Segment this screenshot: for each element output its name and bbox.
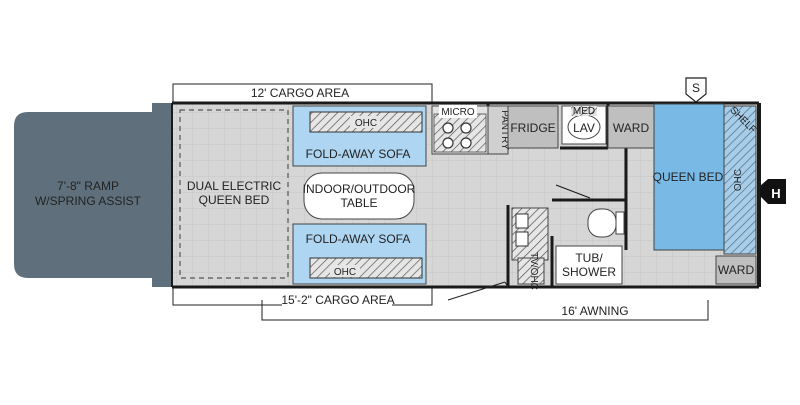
tub-shower: TUB/ SHOWER xyxy=(555,245,623,285)
queen-bed: QUEEN BED xyxy=(653,103,725,251)
tv-ohc-label: TV/OHC xyxy=(528,252,539,290)
wardrobe-top: WARD xyxy=(607,105,655,149)
micro-label: MICRO xyxy=(441,107,475,118)
cargo-bottom-label: 15'-2" CARGO AREA xyxy=(281,293,394,307)
sofa-bottom: OHC FOLD-AWAY SOFA xyxy=(292,223,427,285)
ward-bottom-label: WARD xyxy=(718,263,755,277)
pantry: PANTRY xyxy=(487,105,510,155)
sink-cabinet: TV/OHC xyxy=(511,207,549,290)
awning-dimension: 16' AWNING xyxy=(261,300,709,321)
lav-med: MED xyxy=(573,106,595,117)
s-marker: S xyxy=(685,77,707,103)
tub-line2: SHOWER xyxy=(562,265,616,279)
ohc-right: OHC SHELF xyxy=(723,105,758,255)
queen-bed-label: QUEEN BED xyxy=(653,170,724,184)
bed-front-line1: DUAL ELECTRIC xyxy=(187,179,282,193)
hitch-marker: H xyxy=(760,179,786,204)
ramp-label-line2: W/SPRING ASSIST xyxy=(35,194,142,208)
fridge: FRIDGE xyxy=(507,105,559,149)
tub-line1: TUB/ xyxy=(575,251,603,265)
kitchen-counter: MICRO xyxy=(431,105,489,155)
sofa-top: OHC FOLD-AWAY SOFA xyxy=(292,105,427,167)
cargo-bottom-dimension: 15'-2" CARGO AREA xyxy=(172,287,433,307)
ohc-right-label: OHC xyxy=(733,169,744,191)
table-line1: INDOOR/OUTDOOR xyxy=(303,182,416,196)
bed-front-line2: QUEEN BED xyxy=(199,193,270,207)
fridge-label: FRIDGE xyxy=(510,121,555,135)
dual-electric-queen-bed: DUAL ELECTRIC QUEEN BED xyxy=(179,109,289,279)
lavatory: MED LAV xyxy=(561,105,607,145)
ramp: 7'-8" RAMP W/SPRING ASSIST xyxy=(14,103,174,287)
pantry-label: PANTRY xyxy=(499,110,510,150)
sofa-top-label: FOLD-AWAY SOFA xyxy=(306,147,411,161)
lav-label: LAV xyxy=(573,121,595,135)
cargo-top-dimension: 12' CARGO AREA xyxy=(172,83,433,103)
ohc-top-label: OHC xyxy=(355,118,377,129)
cargo-top-label: 12' CARGO AREA xyxy=(251,86,349,100)
indoor-outdoor-table: INDOOR/OUTDOOR TABLE xyxy=(303,172,416,220)
toilet xyxy=(587,208,625,238)
awning-label: 16' AWNING xyxy=(561,304,628,318)
hitch-marker-label: H xyxy=(771,186,780,201)
wardrobe-bottom: WARD xyxy=(715,255,757,285)
cooktop-burners xyxy=(442,122,472,149)
s-marker-label: S xyxy=(692,81,700,95)
ohc-bottom-label: OHC xyxy=(334,267,356,278)
sofa-bottom-label: FOLD-AWAY SOFA xyxy=(306,232,411,246)
table-line2: TABLE xyxy=(340,196,377,210)
ramp-label-line1: 7'-8" RAMP xyxy=(57,179,119,193)
ward-top-label: WARD xyxy=(613,121,650,135)
entry-door xyxy=(447,281,509,301)
walls xyxy=(171,101,761,289)
